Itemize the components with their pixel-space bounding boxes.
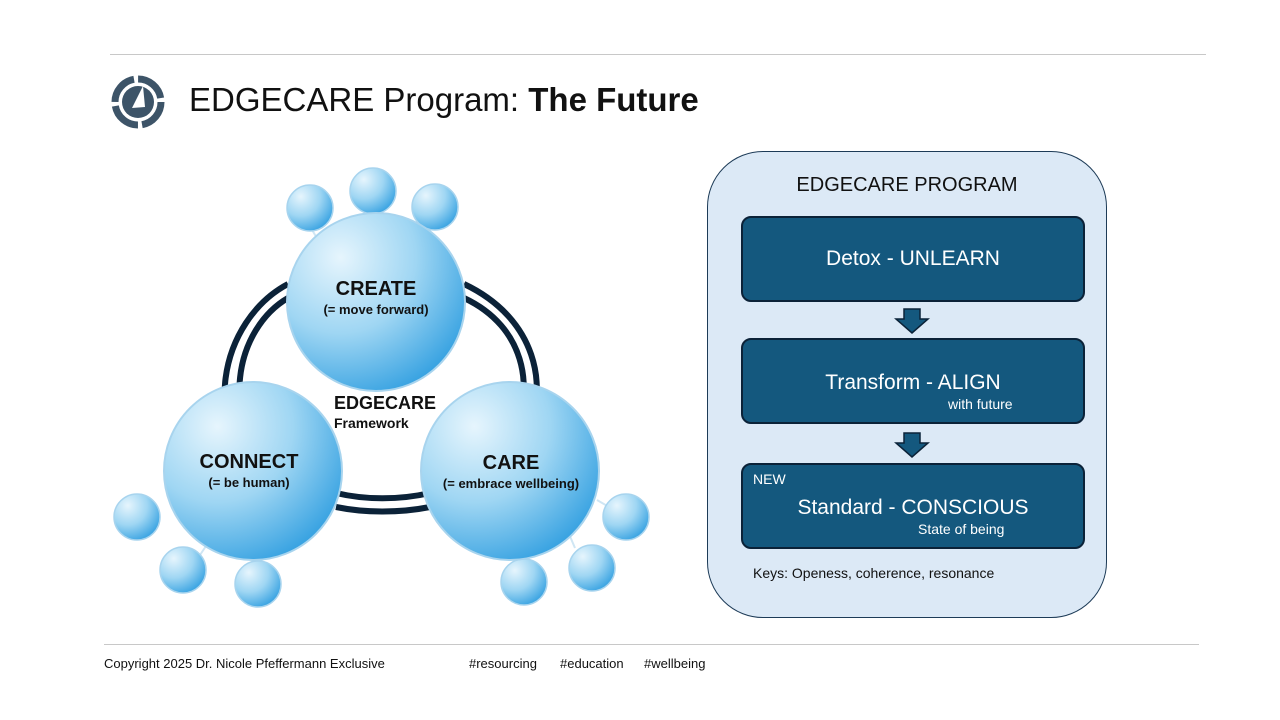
step-sub-label: with future: [948, 396, 1013, 412]
program-panel: EDGECARE PROGRAM Detox - UNLEARN Transfo…: [707, 151, 1107, 618]
step-main-label: Standard - CONSCIOUS: [797, 496, 1029, 519]
care-label: CARE (= embrace wellbeing): [442, 452, 580, 491]
new-badge: NEW: [753, 471, 786, 487]
hashtag-wellbeing: #wellbeing: [644, 656, 706, 671]
small-bubble: [500, 558, 548, 606]
small-bubble: [568, 544, 616, 592]
small-bubble: [411, 183, 459, 231]
small-bubbles: [113, 167, 650, 608]
framework-center-label: EDGECARE Framework: [334, 393, 437, 431]
connect-circle: [163, 381, 343, 561]
step-standard: NEW Standard - CONSCIOUS State of being: [741, 463, 1085, 549]
down-arrow-icon: [894, 432, 930, 458]
small-bubble: [349, 167, 397, 215]
step-detox: Detox - UNLEARN: [741, 216, 1085, 302]
small-bubble: [234, 560, 282, 608]
hashtag-resourcing: #resourcing: [469, 656, 537, 671]
small-bubble: [113, 493, 161, 541]
step-main-label: Transform - ALIGN: [825, 371, 1001, 394]
top-divider: [110, 54, 1206, 55]
down-arrow-icon: [894, 308, 930, 334]
small-bubble: [159, 546, 207, 594]
care-circle: [420, 381, 600, 561]
step-main-label: Detox - UNLEARN: [826, 247, 1000, 270]
create-circle: [286, 212, 466, 392]
edgecare-framework-diagram: [113, 167, 650, 608]
compass-logo-icon: [111, 75, 165, 129]
small-bubble: [602, 493, 650, 541]
program-title: EDGECARE PROGRAM: [796, 174, 1018, 196]
hashtag-education: #education: [560, 656, 624, 671]
connect-label: CONNECT (= be human): [199, 451, 299, 490]
page-title: EDGECARE Program: The Future: [189, 81, 699, 118]
footer-divider: [104, 644, 1199, 645]
step-transform: Transform - ALIGN with future: [741, 338, 1085, 424]
small-bubble: [286, 184, 334, 232]
create-label: CREATE (= move forward): [323, 278, 429, 317]
copyright-text: Copyright 2025 Dr. Nicole Pfeffermann Ex…: [104, 656, 385, 671]
step-sub-label: State of being: [918, 521, 1005, 537]
keys-text: Keys: Openess, coherence, resonance: [753, 565, 995, 581]
